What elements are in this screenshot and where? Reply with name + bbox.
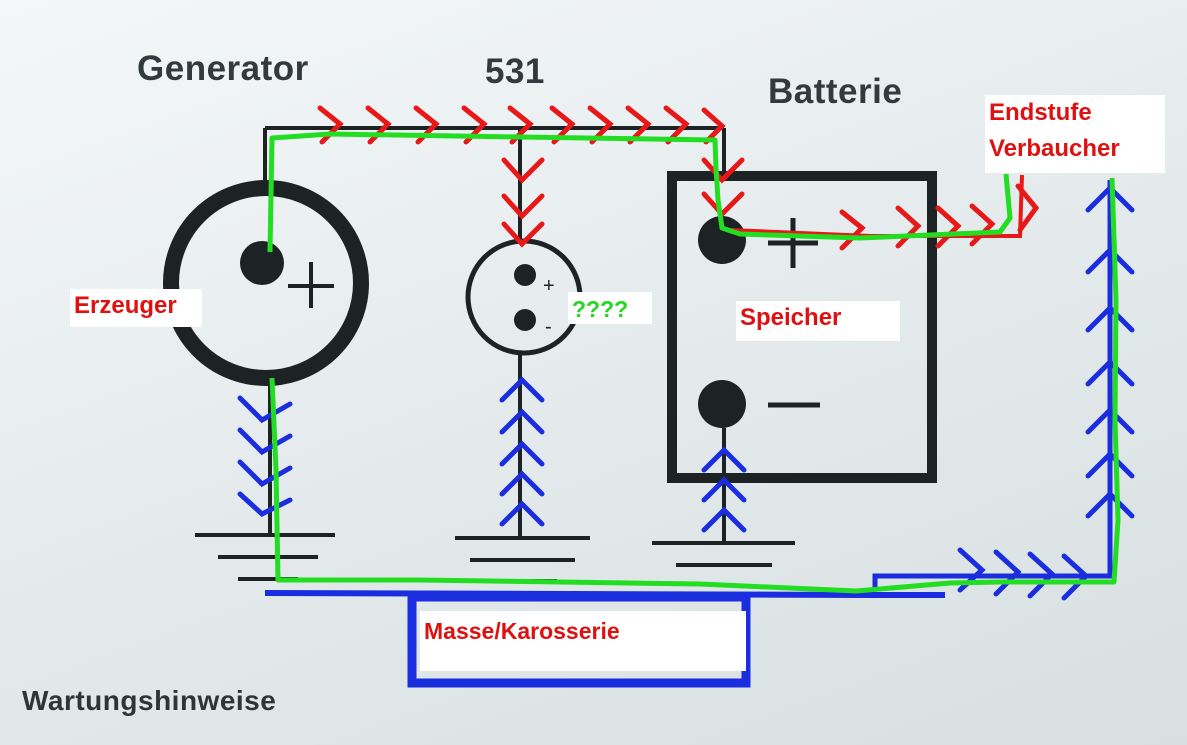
ground-annotation: Masse/Karosserie: [420, 611, 746, 671]
relay-minus-sign: -: [545, 316, 552, 338]
relay-terminal-minus: [514, 309, 536, 331]
circuit-return: [269, 177, 1121, 594]
maintenance-heading: Wartungshinweise: [22, 685, 277, 716]
consumer-annotation: Endstufe Verbaucher: [985, 95, 1165, 173]
relay-plus-sign: +: [543, 275, 555, 297]
battery-symbol: [667, 171, 937, 483]
battery-terminal-plus: [698, 216, 746, 264]
generator-circle: [163, 180, 369, 386]
relay-ground-symbol: [455, 536, 590, 583]
generator-terminal: [240, 241, 284, 285]
generator-ground-symbol: [195, 533, 335, 581]
storage-annotation: Speicher: [736, 301, 900, 341]
battery-ground-symbol: [652, 541, 795, 567]
consumer-line-2: Verbaucher: [989, 135, 1120, 162]
relay-symbol: + -: [465, 238, 583, 356]
generator-label: Generator: [137, 49, 309, 88]
ground-rail: [264, 590, 945, 598]
generator-symbol: [163, 180, 369, 386]
battery-label: Batterie: [768, 72, 903, 111]
producer-annotation: Erzeuger: [70, 289, 202, 327]
ground-return-path: [872, 180, 1113, 590]
circuit-path: [267, 131, 1013, 253]
ground-current-chevrons: [237, 184, 1135, 601]
consumer-line-1: Endstufe: [989, 99, 1092, 126]
battery-terminal-minus: [698, 380, 746, 428]
battery-box: [667, 171, 937, 483]
unknown-annotation: ????: [568, 292, 652, 324]
positive-current-path: [729, 174, 1024, 238]
relay-label: 531: [485, 52, 545, 91]
relay-circle: [465, 238, 583, 356]
relay-terminal-plus: [514, 264, 536, 286]
